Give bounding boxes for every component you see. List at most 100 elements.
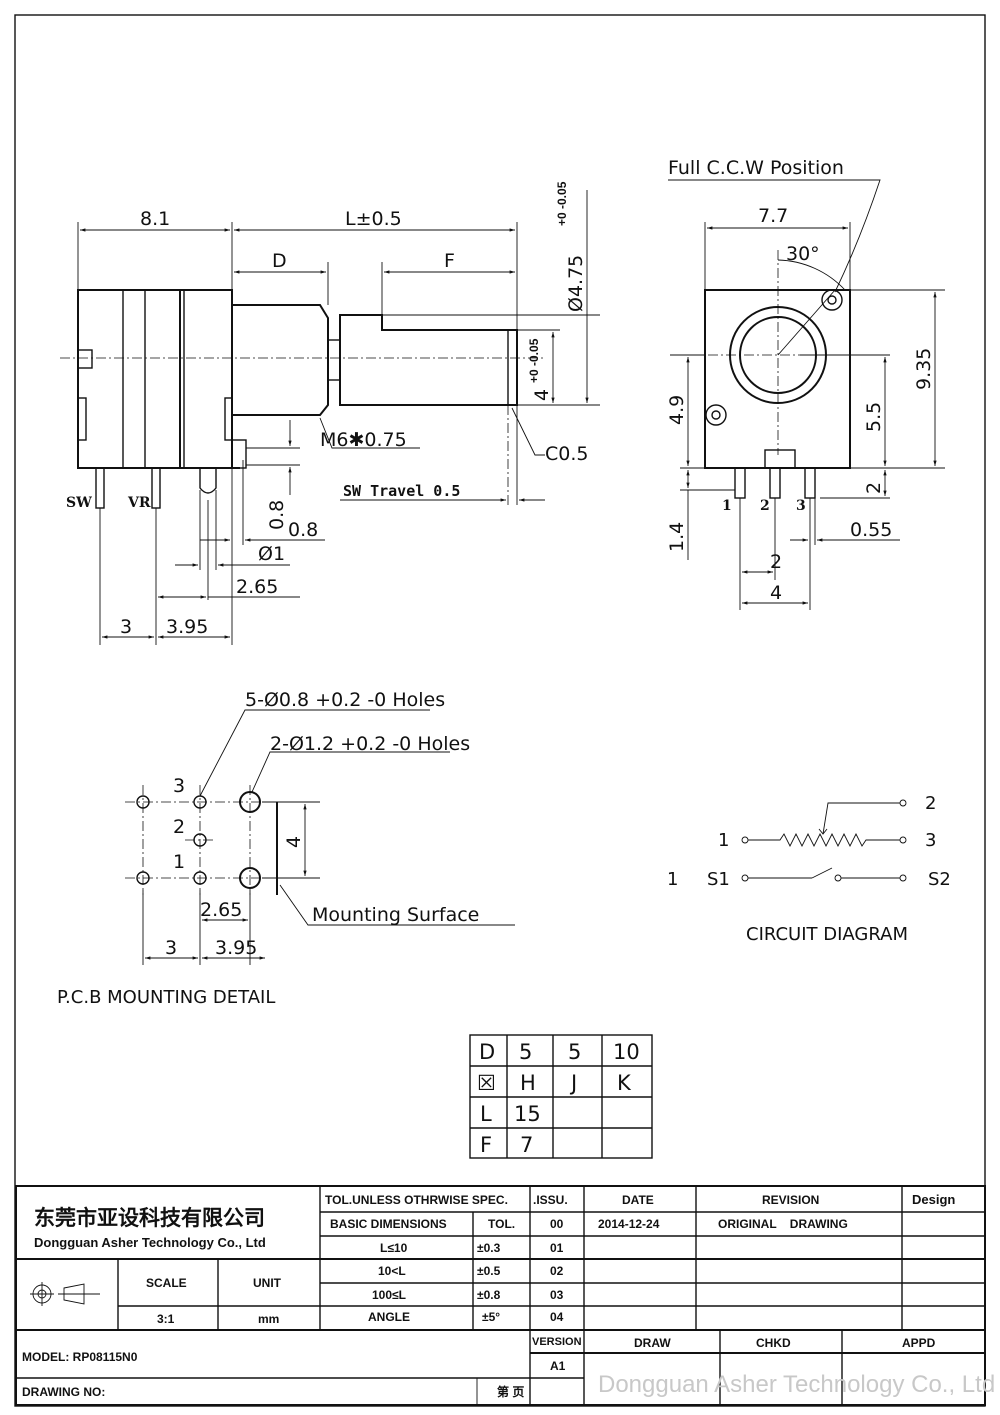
- dim-0-8-h: 0.8: [288, 519, 318, 541]
- pin-label-vr: VR: [127, 495, 151, 511]
- dim-2-v: 2: [863, 482, 885, 494]
- drawing-no-label: DRAWING NO:: [22, 1385, 105, 1399]
- large-holes-spec: 2-Ø1.2 +0.2 -0 Holes: [270, 733, 470, 755]
- pcb-dim-2-65: 2.65: [200, 899, 242, 921]
- resistor-symbol: [748, 832, 900, 848]
- opt-cell: 5: [519, 1040, 532, 1064]
- dim-0-8-v: 0.8: [266, 500, 288, 530]
- opt-cell: ☒: [477, 1071, 496, 1095]
- scale-value: 3:1: [157, 1312, 175, 1326]
- pin-num-3: 3: [796, 498, 806, 514]
- tol-label: TOL.: [488, 1217, 515, 1231]
- dim-7-7: 7.7: [758, 205, 788, 227]
- dim-4-front: 4: [770, 582, 782, 604]
- pcb-dim-4: 4: [283, 836, 305, 848]
- version-value: A1: [550, 1359, 566, 1373]
- angle-30: 30°: [786, 243, 820, 265]
- pin-num-2: 2: [760, 498, 770, 514]
- appd-label: APPD: [902, 1336, 936, 1350]
- opt-cell: F: [480, 1133, 492, 1157]
- pcb-detail-title: P.C.B MOUNTING DETAIL: [57, 987, 275, 1008]
- tol-value: ±0.3: [477, 1241, 501, 1255]
- opt-cell: J: [569, 1071, 577, 1095]
- dim-dia-475: Ø4.75: [565, 255, 587, 312]
- pin-3: [804, 467, 816, 499]
- dim-4-tol: +0 -0.05: [527, 338, 541, 383]
- dim-5-5: 5.5: [863, 402, 885, 432]
- opt-cell: K: [617, 1071, 632, 1095]
- tol-value: ±5°: [482, 1310, 500, 1324]
- dim-9-35: 9.35: [913, 348, 935, 390]
- threaded-bushing: [232, 304, 329, 416]
- pcb-mounting-detail: 3 2 1 5-Ø0.8 +0.2 -0 Holes 2-Ø1.2 +0.2 -…: [57, 689, 515, 1008]
- tol-header: TOL.UNLESS OTHRWISE SPEC.: [325, 1193, 508, 1207]
- dim-dia-475-tol: +0 -0.05: [555, 181, 569, 226]
- tol-issu: 02: [550, 1264, 564, 1278]
- sw-travel: SW Travel 0.5: [343, 482, 460, 500]
- scale-label: SCALE: [146, 1276, 187, 1290]
- revision-header: REVISION: [762, 1193, 819, 1207]
- dim-3: 3: [120, 616, 132, 638]
- chkd-label: CHKD: [756, 1336, 791, 1350]
- dim-8-1: 8.1: [140, 208, 170, 230]
- third-angle-projection-icon: [30, 1282, 100, 1306]
- dim-2-h: 2: [770, 551, 782, 573]
- ccw-position-label: Full C.C.W Position: [668, 157, 844, 179]
- pin-vr: [151, 467, 161, 509]
- design-header: Design: [912, 1192, 955, 1207]
- dim-F: F: [444, 250, 455, 272]
- circuit-sw-1: 1: [667, 869, 678, 890]
- housing-body: [77, 289, 233, 469]
- pin-label-sw: SW: [66, 495, 92, 511]
- circuit-diagram: 1 2 3 1 S1 S2 CIRCUIT DIAGRAM: [667, 793, 951, 945]
- pcb-pin-1: 1: [173, 851, 185, 873]
- pin-sw: [95, 467, 105, 509]
- dim-dia-1: Ø1: [258, 543, 285, 565]
- opt-cell: H: [520, 1071, 536, 1095]
- basic-dimensions: BASIC DIMENSIONS: [330, 1217, 447, 1231]
- date-00: 2014-12-24: [598, 1217, 660, 1231]
- small-holes-spec: 5-Ø0.8 +0.2 -0 Holes: [245, 689, 445, 711]
- opt-cell: 10: [613, 1040, 640, 1064]
- company-name-cn: 东莞市亚设科技有限公司: [34, 1206, 265, 1230]
- date-header: DATE: [622, 1193, 654, 1207]
- model-number: MODEL: RP08115N0: [22, 1350, 138, 1364]
- front-view: 30° Full C.C.W Position 1 2 3 7.7 9.35 5…: [666, 157, 945, 610]
- pin-2: [769, 467, 781, 499]
- shaft: [339, 314, 518, 406]
- draw-label: DRAW: [634, 1336, 671, 1350]
- opt-cell: D: [479, 1040, 495, 1064]
- thread-spec: M6✱0.75: [320, 429, 407, 451]
- dim-L: L±0.5: [345, 208, 402, 230]
- pcb-dim-3-95: 3.95: [215, 937, 257, 959]
- dim-1-4: 1.4: [666, 522, 688, 552]
- opt-cell: 5: [568, 1040, 581, 1064]
- dim-3-95: 3.95: [166, 616, 208, 638]
- tol-range: ANGLE: [368, 1310, 410, 1324]
- version-label: VERSION: [532, 1336, 582, 1348]
- pcb-dim-3: 3: [165, 937, 177, 959]
- chamfer-spec: C0.5: [545, 443, 588, 465]
- opt-cell: L: [480, 1102, 492, 1126]
- tol-issu: 04: [550, 1310, 564, 1324]
- tol-issu: 01: [550, 1241, 564, 1255]
- opt-cell: 7: [520, 1133, 533, 1157]
- title-block: 东莞市亚设科技有限公司 Dongguan Asher Technology Co…: [15, 1185, 995, 1406]
- dim-0-55: 0.55: [850, 519, 892, 541]
- dim-4-9: 4.9: [666, 395, 688, 425]
- tol-range: L≤10: [380, 1241, 408, 1255]
- circuit-diagram-title: CIRCUIT DIAGRAM: [746, 924, 908, 945]
- pin-num-1: 1: [722, 498, 732, 514]
- circuit-pot-1: 1: [718, 830, 729, 851]
- mounting-pin: [199, 468, 217, 494]
- tol-value: ±0.5: [477, 1264, 501, 1278]
- dim-2-65: 2.65: [236, 576, 278, 598]
- switch-symbol: [811, 867, 833, 879]
- pcb-pin-3: 3: [173, 775, 185, 797]
- opt-cell: 15: [514, 1102, 541, 1126]
- watermark: Dongguan Asher Technology Co., Ltd: [598, 1371, 995, 1398]
- unit-value: mm: [258, 1312, 279, 1326]
- tol-range: 10<L: [378, 1264, 406, 1278]
- unit-label: UNIT: [253, 1276, 282, 1290]
